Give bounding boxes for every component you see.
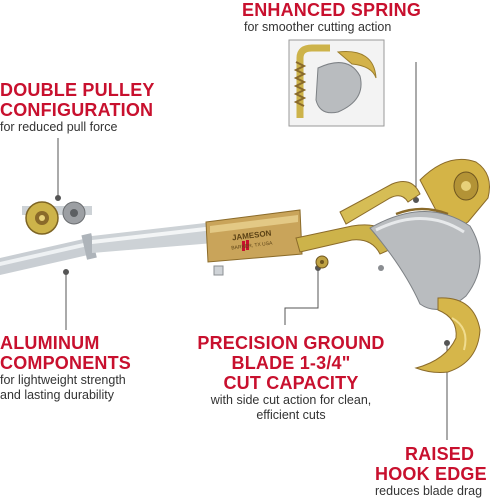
lever-arms	[295, 181, 421, 269]
callout-precision-blade: PRECISION GROUND BLADE 1-3/4" CUT CAPACI…	[196, 333, 386, 423]
aluminum-pole	[0, 222, 214, 275]
spring-subtitle: for smoother cutting action	[244, 20, 392, 34]
pulley-title-line1: DOUBLE PULLEY	[0, 80, 155, 100]
hook-subtitle: reduces blade drag	[375, 484, 483, 498]
pulley-wheel-icon	[22, 201, 92, 235]
blade-leader-line	[284, 268, 319, 325]
brass-head	[205, 209, 303, 276]
hook-leader-dot	[444, 340, 450, 346]
callout-enhanced-spring: ENHANCED SPRING for smoother cutting act…	[242, 0, 421, 35]
pulley-title-line2: CONFIGURATION	[0, 100, 154, 120]
coil-spring-icon	[293, 61, 307, 107]
aluminum-title-line1: ALUMINUM	[0, 333, 100, 353]
hook-title-line2: HOOK EDGE	[375, 464, 487, 484]
spring-mechanism	[395, 158, 490, 227]
spring-title: ENHANCED SPRING	[242, 0, 422, 20]
pulley-leader-dot	[55, 195, 61, 201]
aluminum-subtitle-line2: and lasting durability	[0, 388, 114, 402]
aluminum-title-line2: COMPONENTS	[0, 353, 132, 373]
spring-leader-dot	[413, 197, 419, 203]
precision-ground-blade	[369, 211, 481, 310]
callout-raised-hook-edge: RAISED HOOK EDGE reduces blade drag	[372, 444, 500, 499]
spring-detail-photo	[288, 39, 385, 127]
aluminum-subtitle-line1: for lightweight strength	[0, 373, 126, 387]
blade-title-line1: PRECISION GROUND	[197, 333, 385, 353]
pulley-subtitle: for reduced pull force	[0, 120, 118, 134]
brand-submark: BARKER, TX USA	[231, 240, 273, 251]
blade-subtitle-line2: efficient cuts	[256, 408, 326, 422]
aluminum-leader-dot	[63, 269, 69, 275]
raised-hook	[414, 297, 481, 373]
blade-subtitle-line1: with side cut action for clean,	[210, 393, 372, 407]
blade-title-line3: CUT CAPACITY	[223, 373, 359, 393]
callout-aluminum-components: ALUMINUM COMPONENTS for lightweight stre…	[0, 333, 131, 403]
callout-double-pulley: DOUBLE PULLEY CONFIGURATION for reduced …	[0, 80, 155, 135]
hook-title-line1: RAISED	[405, 444, 475, 464]
blade-title-line2: BLADE 1-3/4"	[231, 353, 351, 373]
